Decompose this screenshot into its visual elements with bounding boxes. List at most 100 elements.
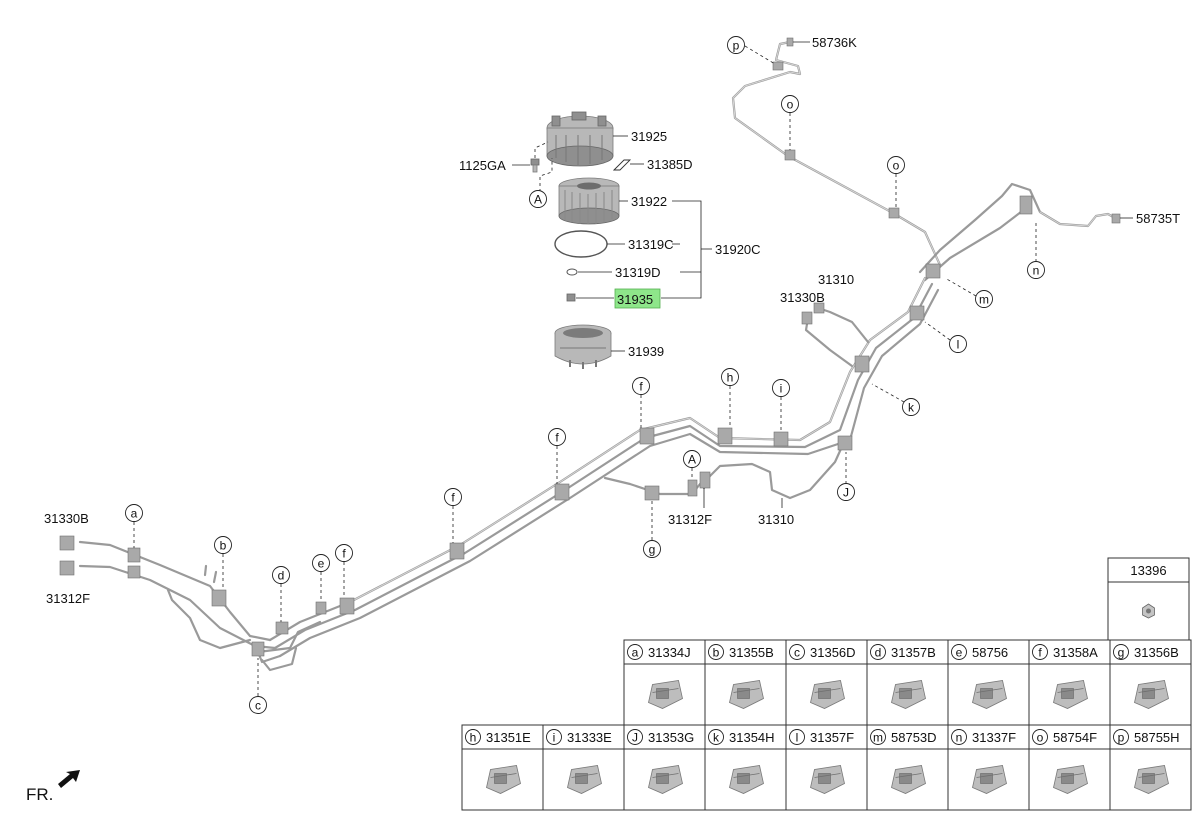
clip-thumbnail-icon — [567, 765, 602, 794]
table-cell-31357B[interactable]: d 31357B — [866, 639, 949, 726]
table-cell-letter: b — [713, 646, 720, 660]
main-fuel-lines[interactable] — [59, 276, 940, 672]
label-31925: 31925 — [631, 129, 667, 144]
clip-thumbnail-icon — [729, 680, 764, 709]
label-31935[interactable]: 31935 — [617, 292, 653, 307]
label-31310-mid: 31310 — [758, 512, 794, 527]
table-cell-part: 58755H — [1134, 730, 1180, 745]
front-arrow-icon — [58, 770, 80, 788]
callout-d: d — [278, 569, 285, 583]
table-cell-letter: d — [875, 646, 882, 660]
clip-thumbnail-icon — [648, 765, 683, 794]
table-cell-letter: c — [794, 646, 800, 660]
clip-thumbnail-icon — [972, 680, 1007, 709]
vapor-tube-upper[interactable] — [731, 37, 1121, 282]
clip-thumbnail-icon — [486, 765, 521, 794]
table-cell-part: 31357B — [891, 645, 936, 660]
front-direction-indicator: FR. — [26, 770, 80, 804]
table-cell-letter: k — [713, 731, 720, 745]
filter-cap-31925[interactable] — [546, 111, 614, 167]
callout-f-4: f — [342, 547, 346, 561]
table-cell-part: 13396 — [1130, 563, 1166, 578]
callout-J: J — [843, 486, 849, 500]
callout-f-1: f — [639, 380, 643, 394]
table-cell-letter: J — [632, 731, 638, 745]
label-31312F-mid: 31312F — [668, 512, 712, 527]
table-cell-part: 31358A — [1053, 645, 1098, 660]
front-label: FR. — [26, 785, 53, 804]
callout-b: b — [220, 539, 227, 553]
table-cell-letter: h — [470, 731, 477, 745]
table-cell-31337F[interactable]: n 31337F — [947, 724, 1030, 811]
filter-housing-31939[interactable] — [554, 324, 612, 369]
clip-thumbnail-icon — [1053, 765, 1088, 794]
label-31385D: 31385D — [647, 157, 693, 172]
label-58735T: 58735T — [1136, 211, 1180, 226]
callout-m: m — [979, 293, 989, 307]
table-cell-part: 31357F — [810, 730, 854, 745]
callout-c: c — [255, 699, 261, 713]
table-cell-letter: n — [956, 731, 963, 745]
table-cell-letter: a — [632, 646, 639, 660]
label-31319C: 31319C — [628, 237, 674, 252]
table-cell-part: 31333E — [567, 730, 612, 745]
clip-thumbnail-icon — [810, 680, 845, 709]
table-cell-31353G[interactable]: J 31353G — [623, 724, 706, 811]
o-ring-31319C[interactable] — [554, 230, 608, 258]
table-cell-part: 31356D — [810, 645, 856, 660]
label-31922: 31922 — [631, 194, 667, 209]
callout-f-3: f — [451, 491, 455, 505]
callout-a: a — [131, 507, 138, 521]
callout-o-1: o — [787, 98, 794, 112]
table-cell-part: 31354H — [729, 730, 775, 745]
callout-h: h — [727, 371, 734, 385]
callout-A-line: A — [688, 453, 696, 467]
table-cell-58755H[interactable]: p 58755H — [1109, 724, 1192, 811]
clip-thumbnail-icon — [891, 765, 926, 794]
clip-thumbnail-icon — [648, 680, 683, 709]
callout-f-2: f — [555, 431, 559, 445]
table-cell-13396[interactable]: 13396 — [1107, 557, 1190, 641]
table-cell-31356D[interactable]: c 31356D — [785, 639, 868, 726]
callout-e: e — [318, 557, 325, 571]
clip-thumbnail-icon — [810, 765, 845, 794]
filter-element-31922[interactable] — [558, 177, 620, 225]
label-31330B-left: 31330B — [44, 511, 89, 526]
filter-assembly: 31925 1125GA A 31385D — [459, 111, 761, 369]
table-cell-31354H[interactable]: k 31354H — [704, 724, 787, 811]
table-cell-part: 58753D — [891, 730, 937, 745]
highlight-31935 — [614, 288, 661, 309]
table-cell-31351E[interactable]: h 31351E — [461, 724, 544, 811]
callouts: p o o n m l k J h i — [125, 36, 1045, 714]
callout-i: i — [780, 382, 783, 396]
clip-thumbnail-icon — [1134, 680, 1169, 709]
table-cell-part: 31334J — [648, 645, 691, 660]
callout-o-2: o — [893, 159, 900, 173]
table-cell-part: 58756 — [972, 645, 1008, 660]
table-cell-58753D[interactable]: m 58753D — [866, 724, 949, 811]
table-cell-letter: p — [1118, 731, 1125, 745]
table-cell-part: 31351E — [486, 730, 531, 745]
sensor-31935[interactable] — [566, 293, 576, 302]
callout-n: n — [1033, 264, 1040, 278]
bolt-1125GA[interactable] — [530, 158, 540, 173]
callout-p: p — [733, 39, 740, 53]
small-o-ring-31319D[interactable] — [566, 268, 578, 276]
table-cell-part: 31337F — [972, 730, 1016, 745]
table-cell-31334J[interactable]: a 31334J — [623, 639, 706, 726]
label-tag-31385D[interactable] — [612, 159, 632, 171]
clip-thumbnail-icon — [972, 765, 1007, 794]
callout-l: l — [957, 338, 960, 352]
label-31310-top: 31310 — [818, 272, 854, 287]
table-cell-letter: m — [873, 731, 883, 745]
table-cell-part: 31353G — [648, 730, 694, 745]
